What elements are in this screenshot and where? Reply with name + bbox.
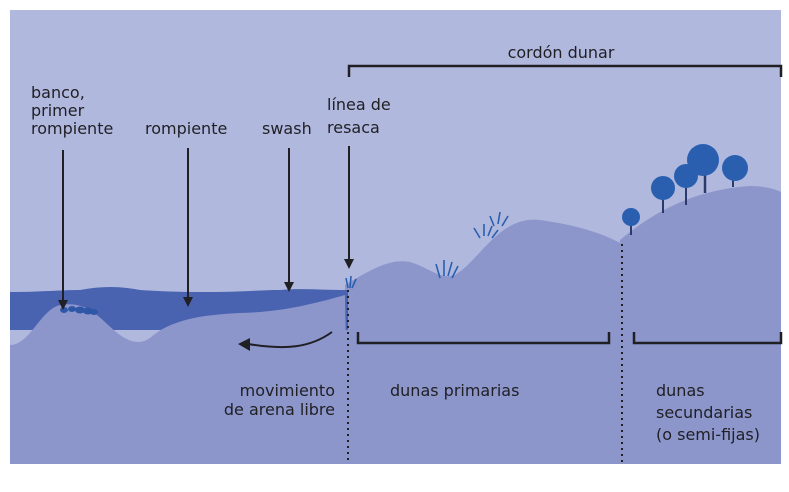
sand-movement-arrow [247, 331, 333, 349]
sea-floor [10, 295, 348, 464]
movimiento-label: de arena libre [224, 400, 335, 419]
movimiento-label: movimiento [240, 381, 335, 400]
dunas-primarias-label: dunas primarias [390, 381, 519, 400]
dunas-secundarias-bracket [632, 332, 783, 345]
banco-label: rompiente [31, 119, 113, 138]
grass-tuft [345, 211, 509, 289]
tree [651, 176, 675, 213]
cordon-dunar-label: cordón dunar [508, 43, 615, 62]
linea-resaca-label: línea de [327, 95, 391, 114]
tree [687, 144, 719, 193]
swash-label: swash [262, 119, 312, 138]
cordon-dunar-bracket [347, 64, 783, 77]
dunas-secundarias-label: (o semi-fijas) [656, 425, 760, 444]
banco-label: primer [31, 101, 85, 120]
dunas-secundarias-label: secundarias [656, 403, 752, 422]
dunas-secundarias-label: dunas [656, 381, 705, 400]
banco-label: banco, [31, 83, 85, 102]
arrows [62, 146, 350, 349]
dunas-primarias-bracket [356, 332, 611, 345]
arrowheads [58, 259, 354, 351]
secondary-dune [620, 186, 781, 464]
tree [622, 208, 640, 235]
sandbar-stones [60, 306, 98, 315]
tree [722, 155, 748, 187]
trees [622, 144, 748, 235]
rompiente-label: rompiente [145, 119, 227, 138]
linea-resaca-label: resaca [327, 118, 380, 137]
